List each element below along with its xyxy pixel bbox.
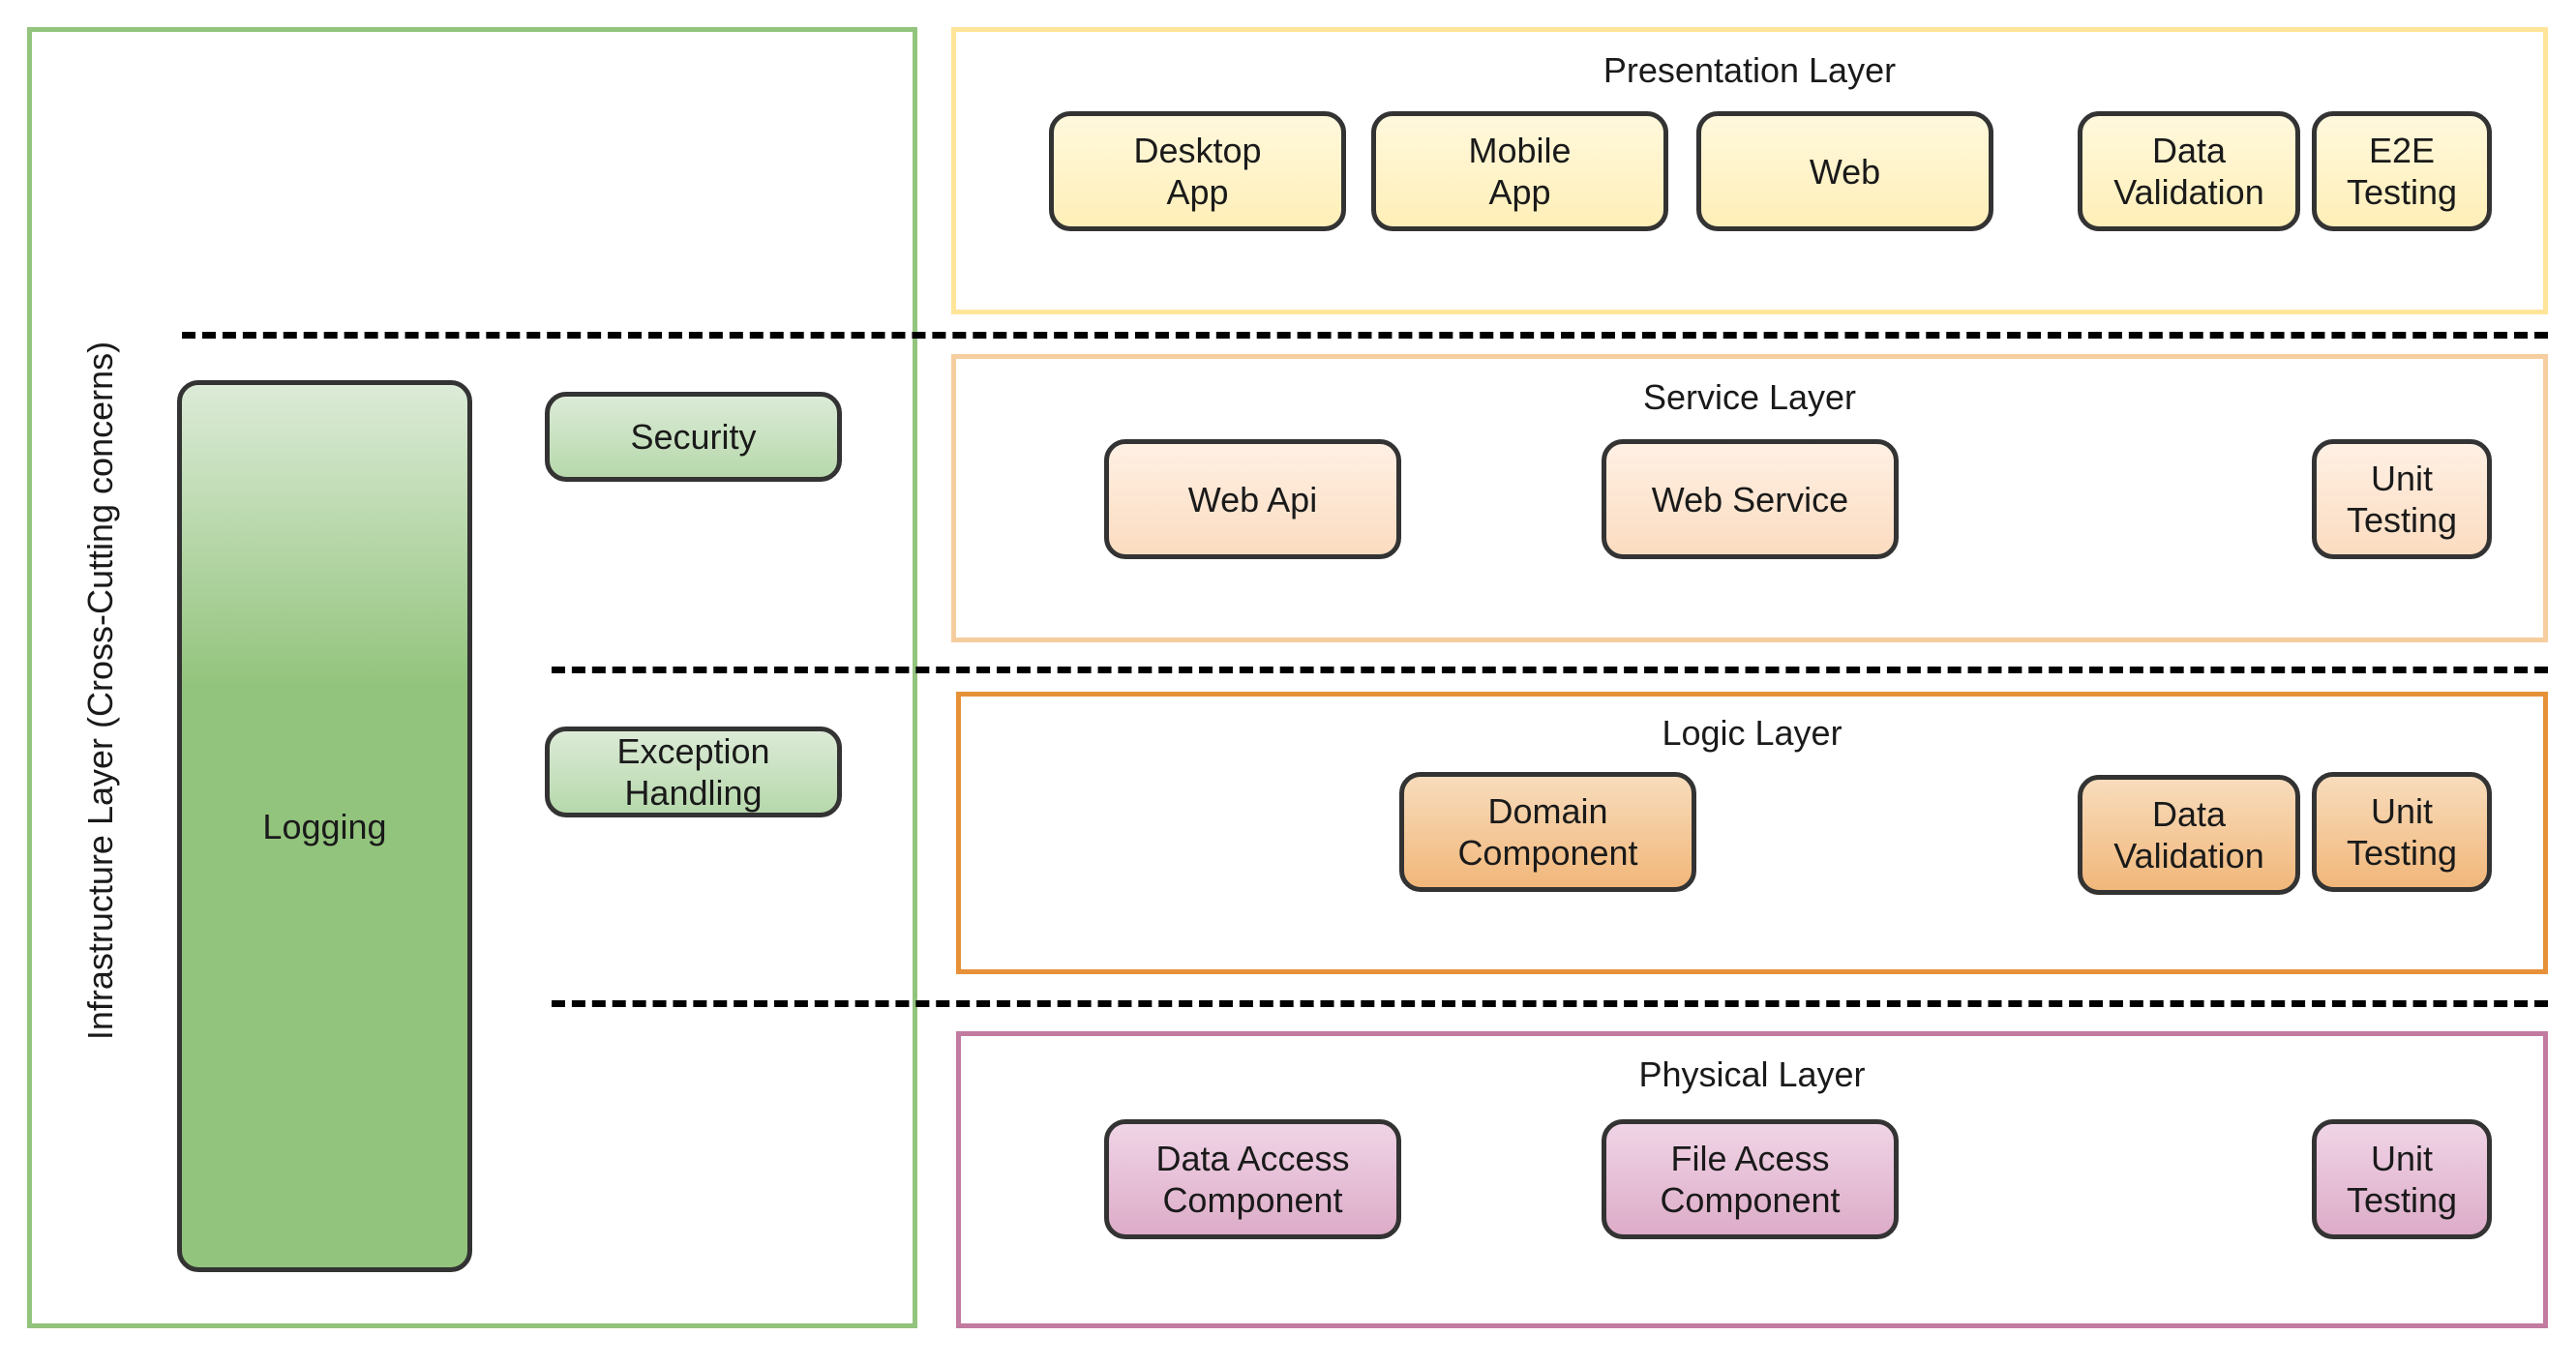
web-api-label: Web Api	[1187, 479, 1318, 519]
file-access-component-label: File Acess Component	[1660, 1139, 1841, 1220]
web-service-node: Web Service	[1602, 439, 1899, 559]
data-access-component-node: Data Access Component	[1104, 1119, 1401, 1239]
security-node: Security	[545, 392, 842, 482]
e2e-testing-label: E2E Testing	[2346, 131, 2458, 212]
mobile-app-label: Mobile App	[1468, 131, 1572, 212]
separator-service-logic	[552, 667, 2548, 673]
exception-handling-label: Exception Handling	[616, 731, 770, 813]
physical-layer-title: Physical Layer	[1638, 1054, 1866, 1094]
e2e-testing-node: E2E Testing	[2312, 111, 2492, 231]
separator-presentation-service	[182, 332, 2548, 339]
desktop-app-node: Desktop App	[1049, 111, 1346, 231]
exception-handling-node: Exception Handling	[545, 727, 842, 817]
separator-logic-physical	[552, 1000, 2548, 1007]
web-label: Web	[1809, 151, 1881, 192]
presentation-data-validation-label: Data Validation	[2113, 131, 2264, 212]
presentation-layer-title: Presentation Layer	[1603, 50, 1897, 90]
logic-data-validation-label: Data Validation	[2113, 794, 2264, 875]
logging-label: Logging	[262, 806, 387, 846]
security-label: Security	[630, 417, 757, 457]
web-api-node: Web Api	[1104, 439, 1401, 559]
logic-layer-title: Logic Layer	[1662, 713, 1842, 753]
logging-node: Logging	[177, 380, 472, 1272]
logic-layer-frame: Logic Layer	[956, 692, 2548, 974]
logic-unit-testing-node: Unit Testing	[2312, 772, 2492, 892]
service-layer-title: Service Layer	[1642, 377, 1857, 417]
desktop-app-label: Desktop App	[1133, 131, 1262, 212]
web-service-label: Web Service	[1651, 479, 1849, 519]
presentation-data-validation-node: Data Validation	[2078, 111, 2300, 231]
domain-component-label: Domain Component	[1457, 791, 1638, 873]
domain-component-node: Domain Component	[1399, 772, 1696, 892]
web-node: Web	[1696, 111, 1993, 231]
service-unit-testing-node: Unit Testing	[2312, 439, 2492, 559]
physical-unit-testing-label: Unit Testing	[2346, 1139, 2458, 1220]
file-access-component-node: File Acess Component	[1602, 1119, 1899, 1239]
physical-unit-testing-node: Unit Testing	[2312, 1119, 2492, 1239]
service-unit-testing-label: Unit Testing	[2346, 459, 2458, 540]
mobile-app-node: Mobile App	[1371, 111, 1668, 231]
logic-unit-testing-label: Unit Testing	[2346, 791, 2458, 873]
data-access-component-label: Data Access Component	[1155, 1139, 1350, 1220]
logic-data-validation-node: Data Validation	[2078, 775, 2300, 895]
infrastructure-layer-title: Infrastructure Layer (Cross-Cutting conc…	[80, 341, 120, 1041]
infrastructure-layer-frame	[27, 27, 917, 1328]
